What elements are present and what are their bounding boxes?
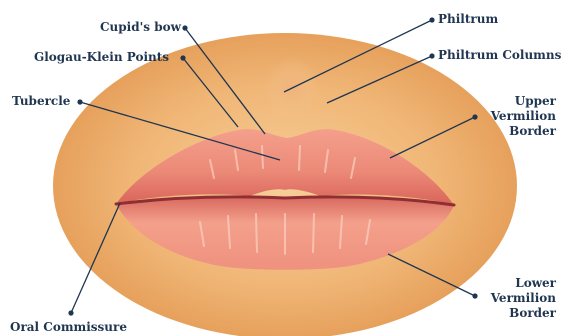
label-upper-vermilion-line3: Border	[480, 124, 556, 139]
label-oral-commissure: Oral Commissure	[10, 320, 127, 335]
label-lower-vermilion-line3: Border	[480, 306, 556, 321]
label-cupids-bow: Cupid's bow	[100, 20, 181, 35]
label-lower-vermilion-line1: Lower	[480, 276, 556, 291]
label-upper-vermilion-border: Upper Vermilion Border	[480, 94, 556, 139]
label-philtrum: Philtrum	[438, 12, 498, 27]
label-glogau-klein-points: Glogau-Klein Points	[34, 50, 169, 65]
label-lower-vermilion-border: Lower Vermilion Border	[480, 276, 556, 321]
label-lower-vermilion-line2: Vermilion	[480, 291, 556, 306]
label-philtrum-columns: Philtrum Columns	[438, 48, 561, 63]
label-upper-vermilion-line2: Vermilion	[480, 109, 556, 124]
label-tubercle: Tubercle	[12, 94, 70, 109]
label-upper-vermilion-line1: Upper	[480, 94, 556, 109]
